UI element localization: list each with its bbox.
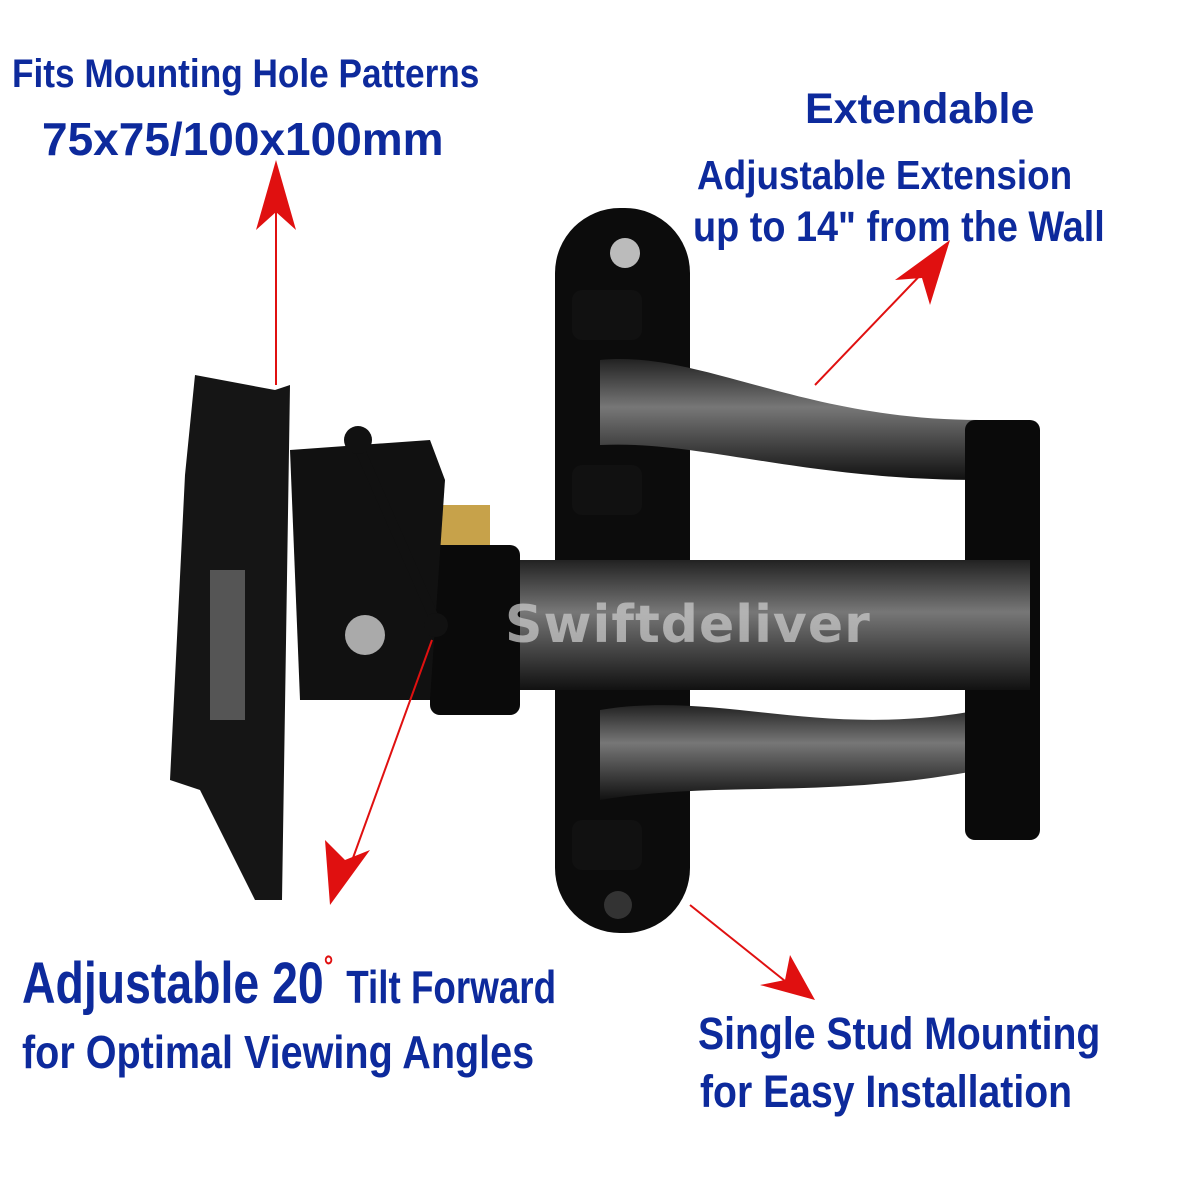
extension-distance: up to 14" from the Wall <box>693 203 1105 251</box>
degree-symbol: ° <box>323 950 334 983</box>
upper-arm <box>600 359 980 480</box>
hole-patterns-size: 75x75/100x100mm <box>42 113 444 165</box>
top-screw-icon <box>610 238 640 268</box>
tilt-title: Adjustable 20° Tilt Forward <box>22 950 556 1017</box>
tilt-bracket <box>290 440 445 700</box>
bottom-screw-icon <box>604 891 632 919</box>
lower-arm <box>600 705 980 800</box>
extension-line: Adjustable Extension <box>697 152 1073 198</box>
stud-title: Single Stud Mounting <box>698 1008 1101 1059</box>
watermark: Swiftdeliver <box>505 595 871 655</box>
tilt-subtitle: for Optimal Viewing Angles <box>22 1026 535 1078</box>
callout-arrows <box>256 160 950 1000</box>
stud-subtitle: for Easy Installation <box>700 1066 1073 1117</box>
tilt-rest: Tilt Forward <box>346 961 557 1013</box>
extendable-title: Extendable <box>805 85 1035 133</box>
tilt-main: Adjustable 20 <box>22 951 324 1016</box>
main-arm <box>430 560 1030 690</box>
hole-patterns-title: Fits Mounting Hole Patterns <box>12 52 480 96</box>
